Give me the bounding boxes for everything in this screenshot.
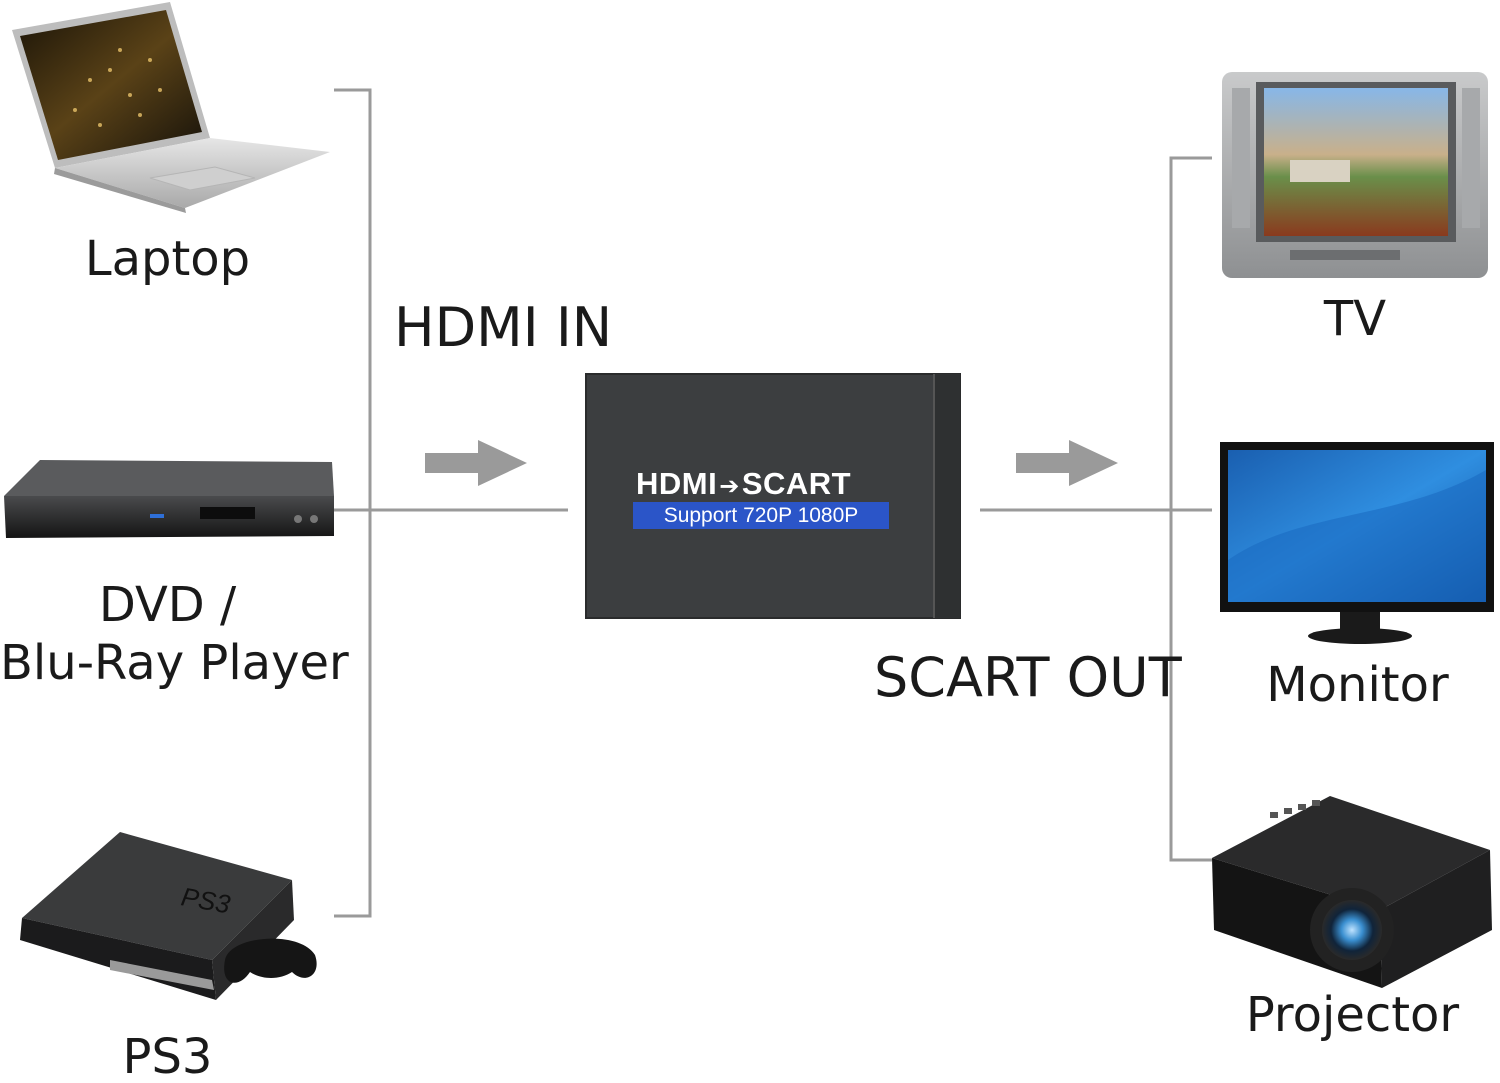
hdmi-in-label: HDMI IN [394, 296, 613, 359]
tv-illustration [1222, 72, 1488, 278]
output-bracket [980, 156, 1212, 862]
bluray-label: Blu-Ray Player [0, 635, 349, 691]
projector-illustration [1212, 796, 1492, 988]
bluray-player-illustration [4, 460, 334, 538]
converter-subtitle: Support 720P 1080P [633, 502, 889, 529]
input-bracket [334, 88, 568, 918]
converter-title-right: SCART [741, 466, 852, 501]
ps3-label: PS3 [122, 1029, 213, 1083]
dvd-label: DVD / [98, 577, 237, 633]
arrow-icon: ➔ [719, 472, 740, 500]
laptop-label: Laptop [84, 231, 251, 287]
monitor-label: Monitor [1266, 657, 1449, 713]
laptop-illustration [12, 2, 330, 213]
converter-title: HDMI➔SCART [636, 466, 851, 502]
input-arrow [425, 440, 527, 486]
converter-box [585, 373, 961, 619]
ps3-illustration: PS3 [20, 832, 317, 1000]
monitor-illustration [1220, 442, 1494, 644]
converter-title-left: HDMI [636, 466, 718, 501]
projector-label: Projector [1245, 987, 1460, 1043]
output-arrow [1016, 440, 1118, 486]
scart-out-label: SCART OUT [874, 646, 1182, 709]
tv-label: TV [1323, 291, 1387, 347]
